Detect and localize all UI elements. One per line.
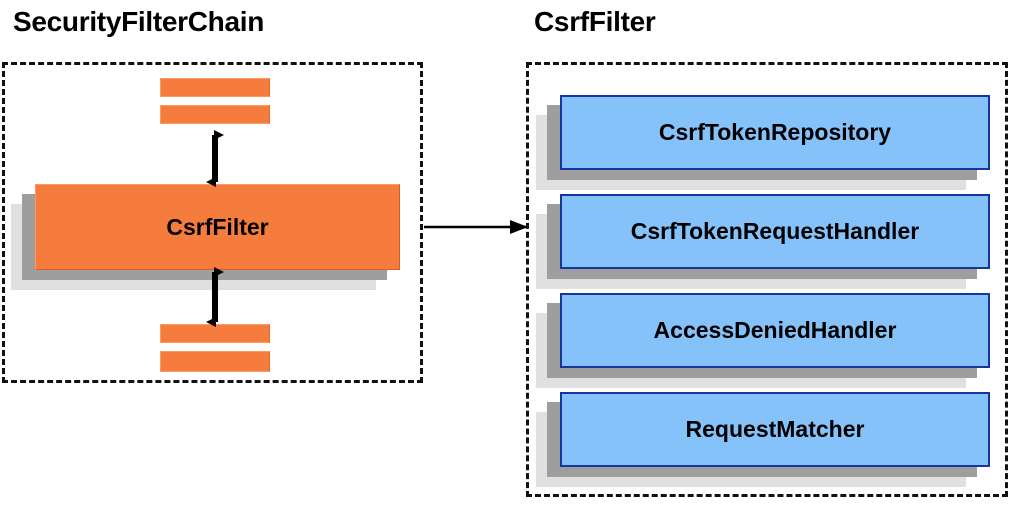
node-csrftokenrequesthandler-label: CsrfTokenRequestHandler — [560, 194, 990, 269]
filter-bar-below-1 — [160, 324, 270, 343]
node-requestmatcher[interactable]: RequestMatcher — [536, 392, 990, 487]
filter-bar-below-2 — [160, 351, 270, 372]
node-csrftokenrepository[interactable]: CsrfTokenRepository — [536, 95, 990, 190]
node-csrffilter[interactable]: CsrfFilter — [11, 184, 400, 290]
node-csrftokenrepository-label: CsrfTokenRepository — [560, 95, 990, 170]
page-title-securityfilterchain: SecurityFilterChain — [13, 6, 265, 37]
node-accessdeniedhandler[interactable]: AccessDeniedHandler — [536, 293, 990, 388]
filter-bar-above-1 — [160, 78, 270, 97]
page-title-csrffilter: CsrfFilter — [534, 6, 656, 37]
group-securityfilterchain — [2, 62, 423, 383]
node-accessdeniedhandler-label: AccessDeniedHandler — [560, 293, 990, 368]
group-csrffilter — [526, 62, 1008, 497]
node-requestmatcher-label: RequestMatcher — [560, 392, 990, 467]
node-csrftokenrequesthandler[interactable]: CsrfTokenRequestHandler — [536, 194, 990, 289]
node-csrffilter-label: CsrfFilter — [35, 184, 400, 270]
filter-bar-above-2 — [160, 105, 270, 124]
